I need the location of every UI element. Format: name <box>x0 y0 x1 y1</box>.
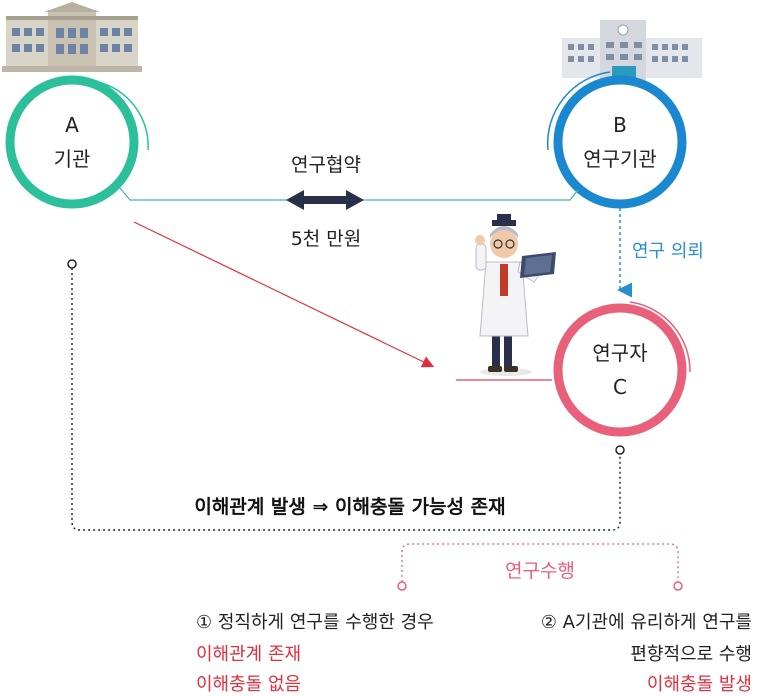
node-c-circle <box>456 301 691 437</box>
agreement-label: 연구협약 <box>291 154 361 176</box>
performance-bracket <box>397 543 683 591</box>
double-arrow-icon <box>286 190 364 210</box>
node-a-label: A 기관 <box>22 108 122 176</box>
node-a-line1: A <box>65 113 79 137</box>
request-label: 연구 의뢰 <box>632 241 704 262</box>
node-b-circle <box>546 71 687 209</box>
node-c-label: 연구자 C <box>560 336 680 404</box>
node-a-circle <box>5 75 149 209</box>
case1-line2: 이해관계 존재 <box>196 644 302 665</box>
case2-line3: 이해충돌 발생 <box>646 674 752 695</box>
researcher-icon <box>475 214 556 376</box>
node-b-line1: B <box>613 113 627 137</box>
performance-label: 연구수행 <box>505 560 575 582</box>
building-b-icon <box>562 20 702 80</box>
agreement-amount: 5천 만원 <box>290 228 362 250</box>
building-a-icon <box>2 2 142 72</box>
case2-title: ② A기관에 유리하게 연구를 <box>540 612 752 633</box>
case2-line2: 편향적으로 수행 <box>630 644 752 665</box>
node-c-line2: C <box>613 375 627 399</box>
relation-text: 이해관계 발생 ⇒ 이해충돌 가능성 존재 <box>194 496 506 518</box>
case1-line3: 이해충돌 없음 <box>196 674 302 695</box>
node-b-line2: 연구기관 <box>583 147 657 171</box>
case1-title: ① 정직하게 연구를 수행한 경우 <box>196 612 434 633</box>
node-b-label: B 연구기관 <box>560 108 680 176</box>
node-a-line2: 기관 <box>53 147 91 171</box>
node-c-line1: 연구자 <box>592 341 648 365</box>
relation-path <box>67 259 625 531</box>
influence-arrow <box>133 221 435 368</box>
